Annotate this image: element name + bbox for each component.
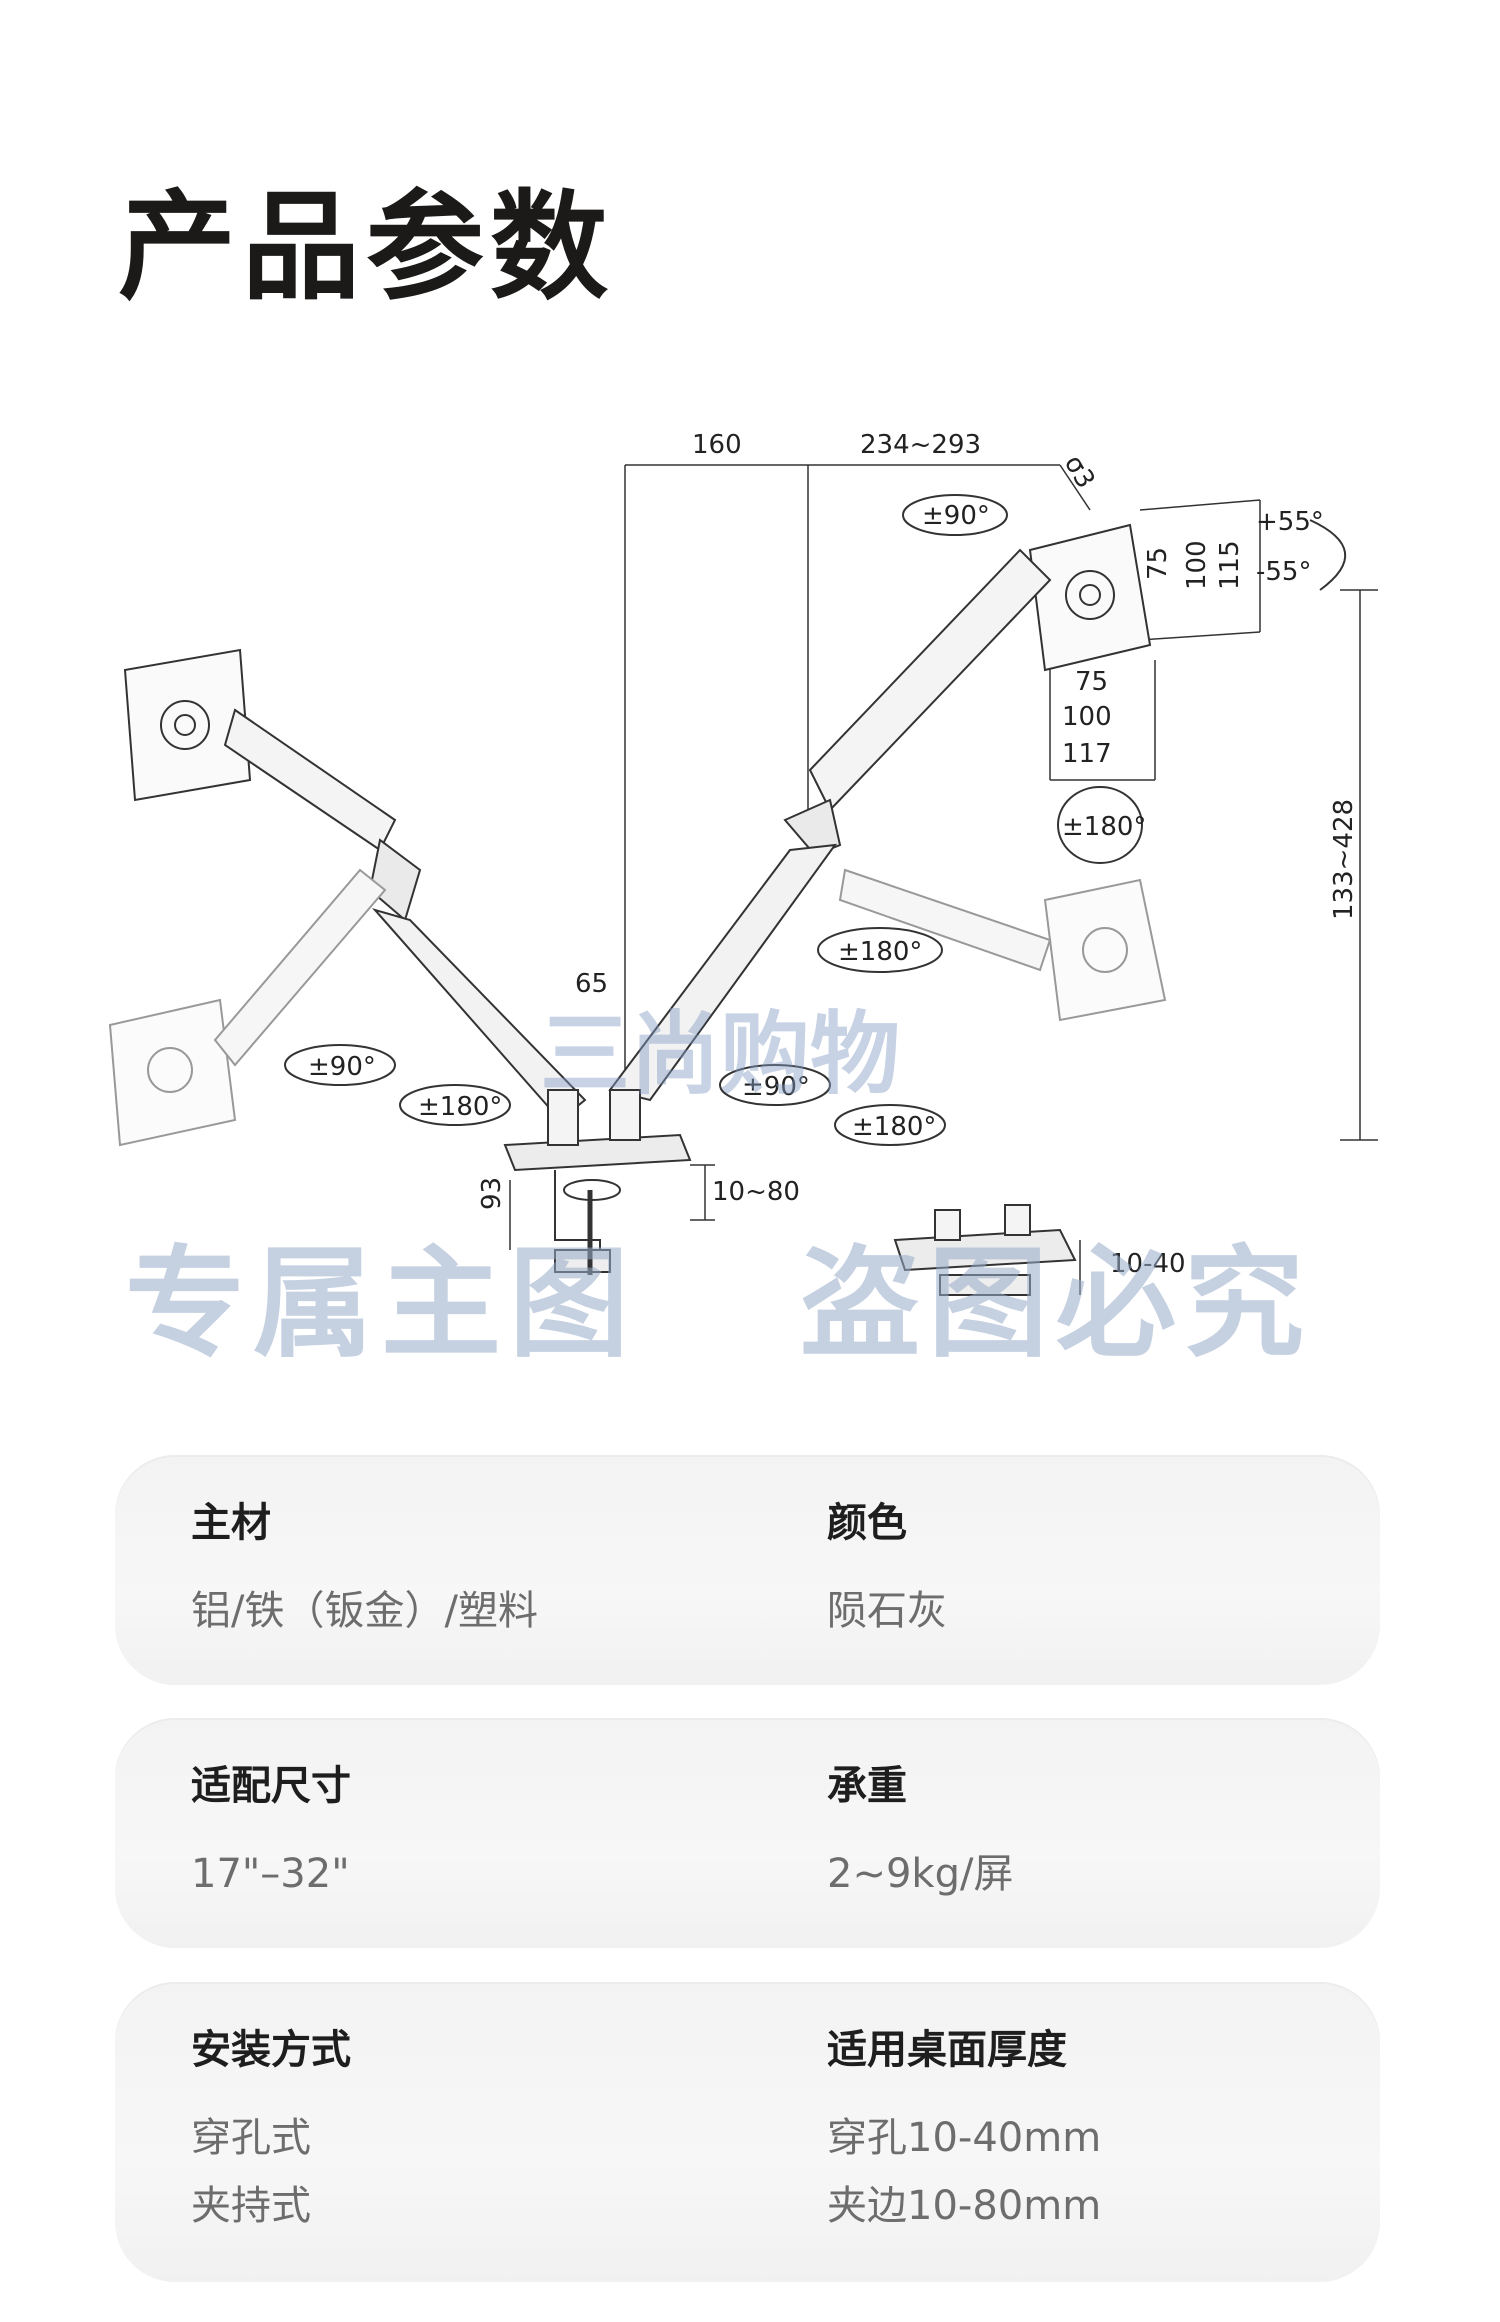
dim-93: 93 bbox=[477, 1177, 507, 1210]
spec-value-install-2: 夹持式 bbox=[191, 2183, 311, 2229]
rot-90-left: ±90° bbox=[308, 1052, 376, 1082]
dim-o3: σ3 bbox=[1058, 450, 1100, 494]
spec-label-size: 适配尺寸 bbox=[191, 1763, 351, 1809]
dim-65: 65 bbox=[575, 969, 608, 999]
spec-value-install-1: 穿孔式 bbox=[191, 2115, 311, 2161]
rot-90-mid: ±90° bbox=[742, 1072, 810, 1102]
spec-value-color: 陨石灰 bbox=[827, 1588, 947, 1634]
spec-value-install: 穿孔式 夹持式 bbox=[191, 2104, 351, 2240]
spec-label-load: 承重 bbox=[827, 1763, 907, 1809]
spec-label-install: 安装方式 bbox=[191, 2027, 351, 2073]
dim-10-40: 10-40 bbox=[1110, 1249, 1186, 1279]
rot-180-left: ±180° bbox=[418, 1092, 502, 1122]
spec-label-color: 颜色 bbox=[827, 1500, 907, 1546]
dim-234-293: 234~293 bbox=[860, 430, 981, 460]
right-lower-arm bbox=[608, 843, 838, 1102]
tilt-plus: +55° bbox=[1256, 507, 1324, 537]
rot-180-low: ±180° bbox=[852, 1112, 936, 1142]
watermark-right: 盗图必究 bbox=[800, 1235, 1312, 1374]
spec-value-size: 17"–32" bbox=[191, 1851, 350, 1897]
page-title: 产品参数 bbox=[118, 178, 615, 316]
spec-value-thickness-2: 夹边10-80mm bbox=[827, 2183, 1102, 2229]
spec-value-thickness: 穿孔10-40mm 夹边10-80mm bbox=[827, 2104, 1101, 2240]
spec-value-thickness-1: 穿孔10-40mm bbox=[827, 2115, 1102, 2161]
left-vesa-plate bbox=[123, 648, 252, 802]
tilt-minus: -55° bbox=[1256, 557, 1311, 587]
left-ghost-plate bbox=[108, 998, 237, 1147]
rot-90-top: ±90° bbox=[922, 501, 990, 531]
rotation-ellipse bbox=[902, 494, 1008, 536]
spec-card-install-thickness: 安装方式 穿孔式 夹持式 适用桌面厚度 穿孔10-40mm 夹边10-80mm bbox=[115, 1982, 1380, 2282]
spec-card-size-load: 适配尺寸 17"–32" 承重 2~9kg/屏 bbox=[115, 1718, 1380, 1948]
vesa-h117: 117 bbox=[1062, 739, 1112, 769]
rot-180-right: ±180° bbox=[1062, 812, 1146, 842]
dim-160: 160 bbox=[692, 430, 742, 460]
right-vesa-plate bbox=[1028, 523, 1152, 672]
spec-card-material-color: 主材 铝/铁（钣金）/塑料 颜色 陨石灰 bbox=[115, 1455, 1380, 1685]
right-ghost-plate bbox=[1043, 878, 1167, 1022]
spec-value-load: 2~9kg/屏 bbox=[827, 1851, 1014, 1897]
dim-10-80: 10~80 bbox=[712, 1177, 800, 1207]
watermark-left: 专属主图 bbox=[125, 1235, 637, 1374]
left-lower-arm bbox=[371, 908, 587, 1122]
spec-label-material: 主材 bbox=[191, 1500, 271, 1546]
base-plate bbox=[503, 1133, 692, 1172]
vesa-v100: 100 bbox=[1182, 540, 1212, 590]
vesa-h75: 75 bbox=[1075, 667, 1108, 697]
vesa-h100: 100 bbox=[1062, 702, 1112, 732]
vesa-v115: 115 bbox=[1215, 540, 1245, 590]
spec-label-thickness: 适用桌面厚度 bbox=[827, 2027, 1067, 2073]
rot-180-mid: ±180° bbox=[838, 937, 922, 967]
vesa-v75: 75 bbox=[1143, 547, 1173, 580]
height-range: 133~428 bbox=[1329, 799, 1359, 920]
watermark-brand: 三尚购物 bbox=[540, 1002, 900, 1107]
dimension-diagram: 160 234~293 σ3 ±90° +55° -55° 75 100 115… bbox=[108, 430, 1378, 1296]
right-upper-arm bbox=[808, 548, 1052, 812]
spec-value-material: 铝/铁（钣金）/塑料 bbox=[191, 1588, 538, 1634]
